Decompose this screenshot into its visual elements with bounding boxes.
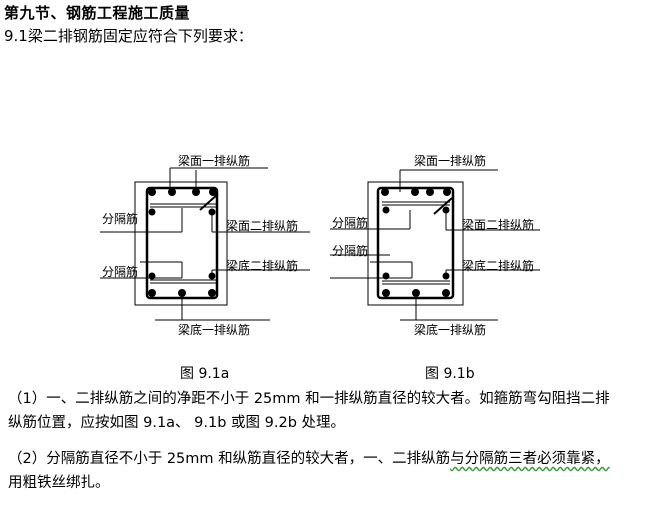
label-bottom-second-row: 梁底二排纵筋 bbox=[226, 259, 299, 273]
intro-text: 9.1梁二排钢筋固定应符合下列要求： bbox=[4, 27, 253, 45]
label-bottom-second-row: 梁底二排纵筋 bbox=[462, 259, 535, 273]
beam-section-diagram-b bbox=[330, 169, 540, 321]
paragraph-2-line-1: （2）分隔筋直径不小于 25mm 和纵筋直径的较大者，一、二排纵筋与分隔筋三者必… bbox=[8, 447, 653, 471]
paragraph-1-line-1: （1）一、二排纵筋之间的净距不小于 25mm 和一排纵筋直径的较大者。如箍筋弯勾… bbox=[8, 391, 610, 407]
label-top-first-row: 梁面一排纵筋 bbox=[178, 154, 251, 168]
paragraph-2-line-2: 用粗铁丝绑扎。 bbox=[8, 475, 110, 491]
beam-section-diagram-a bbox=[100, 167, 310, 321]
label-bottom-first-row: 梁底一排纵筋 bbox=[178, 323, 251, 337]
figure-caption: 图 9.1b bbox=[425, 366, 475, 382]
figure-9-1a: 梁面一排纵筋 梁面二排纵筋 分隔筋 分隔筋 梁底二排纵筋 梁底一排纵筋 图 9.… bbox=[100, 130, 340, 382]
label-bottom-first-row: 梁底一排纵筋 bbox=[414, 323, 487, 337]
label-top-second-row: 梁面二排纵筋 bbox=[462, 218, 535, 232]
paragraph-2-line-1-b: 与分隔筋三者必须靠紧， bbox=[450, 451, 610, 467]
label-spacer-bottom: 分隔筋 bbox=[332, 244, 369, 258]
label-spacer-top: 分隔筋 bbox=[102, 212, 139, 226]
label-spacer-top: 分隔筋 bbox=[332, 216, 369, 230]
section-title: 第九节、钢筋工程施工质量 bbox=[4, 4, 191, 22]
label-top-first-row: 梁面一排纵筋 bbox=[414, 154, 487, 168]
paragraph-1: （1）一、二排纵筋之间的净距不小于 25mm 和一排纵筋直径的较大者。如箍筋弯勾… bbox=[8, 387, 653, 435]
label-top-second-row: 梁面二排纵筋 bbox=[226, 219, 299, 233]
figure-9-1b: 梁面一排纵筋 梁面二排纵筋 分隔筋 分隔筋 梁底二排纵筋 梁底一排纵筋 图 9.… bbox=[330, 130, 570, 382]
paragraph-2: （2）分隔筋直径不小于 25mm 和纵筋直径的较大者，一、二排纵筋与分隔筋三者必… bbox=[8, 447, 653, 495]
paragraph-2-line-1-a: （2）分隔筋直径不小于 25mm 和纵筋直径的较大者，一、二排纵筋 bbox=[8, 451, 451, 467]
figure-caption: 图 9.1a bbox=[180, 366, 230, 382]
label-spacer-bottom: 分隔筋 bbox=[102, 265, 139, 279]
paragraph-1-line-2: 纵筋位置，应按如图 9.1a、 9.1b 或图 9.2b 处理。 bbox=[8, 415, 346, 431]
